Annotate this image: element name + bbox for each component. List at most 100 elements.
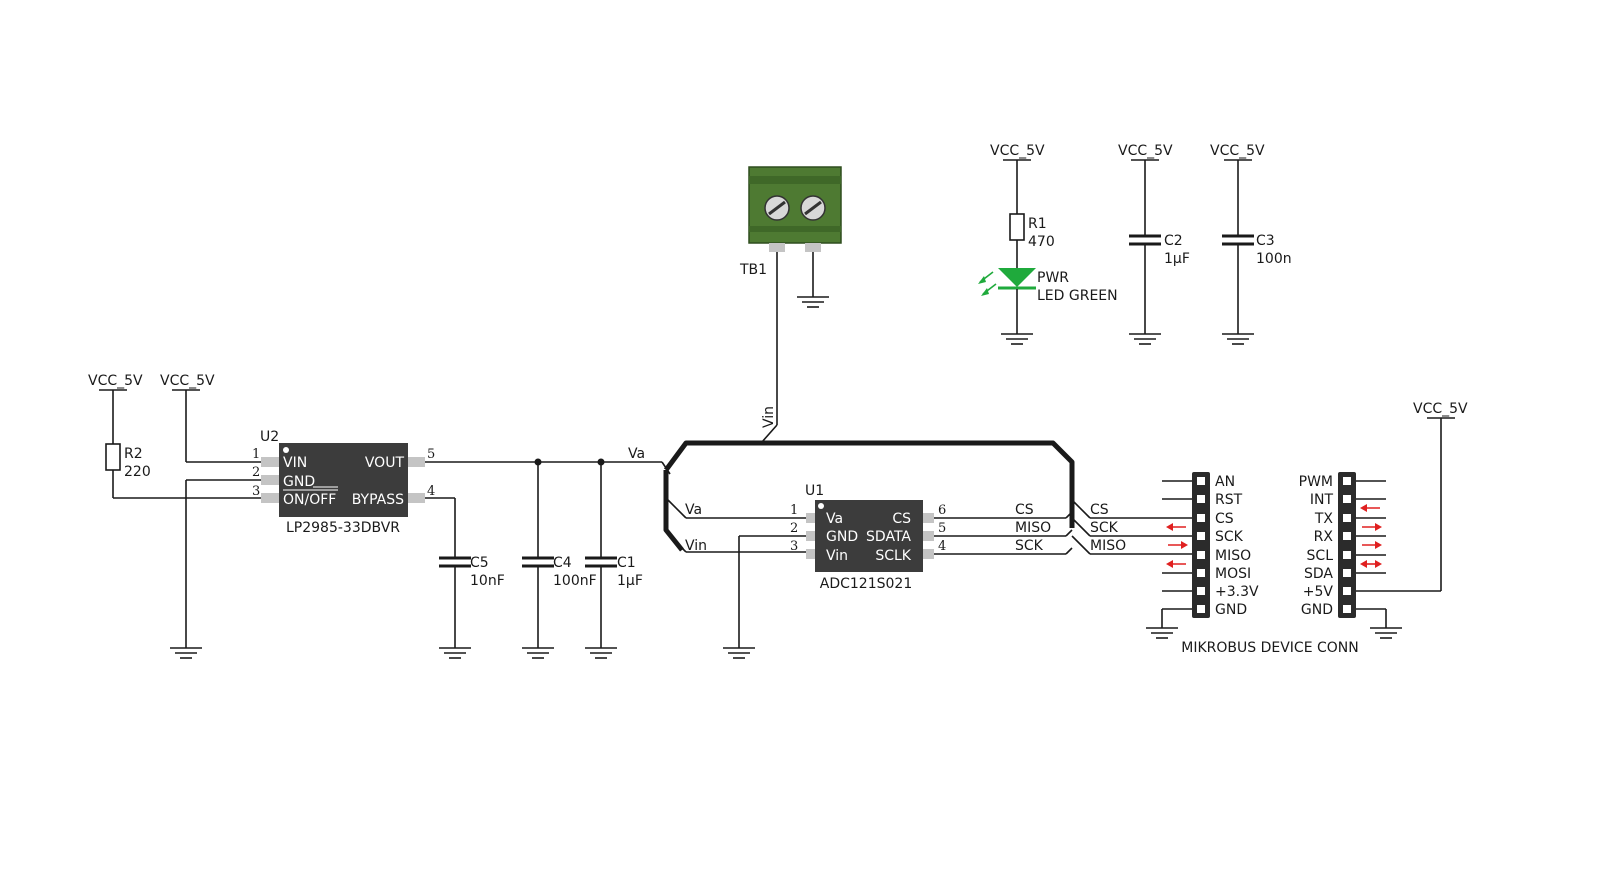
r1-value: 470 [1028,234,1055,250]
mb-left-pin-3: CS [1215,511,1234,527]
u1-va-label: Va [826,511,843,527]
mb-left-pin-2: RST [1215,492,1243,508]
arrow-sck-in-icon [1168,541,1188,549]
r2-branch: VCC_5V R2 220 [88,373,263,499]
led-value: LED GREEN [1037,288,1118,304]
vin-net: Vin [761,252,778,443]
c1-value: 1µF [617,573,643,589]
arrow-rx-icon [1362,541,1382,549]
u1-pin4-num: 4 [938,539,946,554]
vcc-label-c2: VCC_5V [1118,143,1173,159]
gnd-symbol-u2 [169,647,203,659]
gnd-symbol-tb1 [796,296,830,308]
u2-pin2-num: 2 [252,465,260,480]
u2-gnd-label: GND [283,474,315,490]
mb-left-pin-7: +3.3V [1215,584,1259,600]
u2-bypass-label: BYPASS [352,492,404,508]
u1-pin2-num: 2 [790,521,798,536]
u1-pin5-num: 5 [938,521,946,536]
u1-pin3-num: 3 [790,539,798,554]
r1-ref: R1 [1028,216,1047,232]
bus-right-exits: CS SCK MISO [1071,499,1194,555]
vcc-label-r1: VCC_5V [990,143,1045,159]
u1-spi-wires: CS MISO SCK [934,502,1073,555]
mb-left-pin-5: MISO [1215,548,1251,564]
va-net: Va [425,446,662,466]
net-miso-left: MISO [1015,520,1051,536]
mb-left-pin-6: MOSI [1215,566,1251,582]
mikrobus-title: MIKROBUS DEVICE CONN [1181,640,1358,656]
led-ref: PWR [1037,270,1069,286]
c5-value: 10nF [470,573,505,589]
u2-pin4-num: 4 [427,484,435,499]
u2-pin5-num: 5 [427,447,435,462]
net-sck-left: SCK [1015,538,1044,554]
mb-right-pin-8: GND [1301,602,1333,618]
u1-sclk-label: SCLK [875,548,911,564]
c1-branch: C1 1µF [584,462,643,659]
net-vin-vertical: Vin [761,406,777,428]
r2-resistor [105,443,121,471]
gnd-symbol-u1 [722,647,756,659]
mb-left-pin-1: AN [1215,474,1235,490]
gnd-symbol-c4 [521,647,555,659]
net-va-bus: Va [685,502,702,518]
arrow-scl-bidir-icon [1360,560,1382,568]
vcc-label-u2: VCC_5V [160,373,215,389]
tb1-terminal-block: TB1 [739,166,842,308]
r1-resistor [1009,213,1025,241]
u2-onoff-label: ON/OFF [283,492,336,508]
r2-ref: R2 [124,446,143,462]
tb1-ref: TB1 [739,262,767,278]
net-vin-bus: Vin [685,538,707,554]
u2-pin1-num: 1 [252,447,260,462]
u2-vout-label: VOUT [365,455,405,471]
u1-sdata-label: SDATA [866,529,911,545]
u1-part: ADC121S021 [820,576,912,592]
c5-ref: C5 [470,555,489,571]
net-sck-right: SCK [1090,520,1119,536]
arrow-sck-left-icon [1166,523,1186,531]
mb-left-pin-4: SCK [1215,529,1244,545]
u1-vin-label: Vin [826,548,848,564]
net-cs-left: CS [1015,502,1034,518]
net-miso-right: MISO [1090,538,1126,554]
mb-right-pin-7: +5V [1303,584,1334,600]
u1-adc: U1 1 2 3 6 5 4 Va GND Vin CS SDATA SCLK … [790,483,946,592]
c1-ref: C1 [617,555,636,571]
c2-ref: C2 [1164,233,1183,249]
c4-value: 100nF [553,573,597,589]
c3-branch: VCC_5V C3 100n [1210,143,1292,345]
mb-right-pin-2: INT [1310,492,1334,508]
c5-branch: C5 10nF [425,497,505,659]
u2-ref: U2 [260,429,279,445]
c4-ref: C4 [553,555,572,571]
u1-pin6-num: 6 [938,503,946,518]
c2-branch: VCC_5V C2 1µF [1118,143,1190,345]
u1-body [815,500,923,572]
gnd-symbol-c5 [438,647,472,659]
u2-regulator: U2 1 2 3 5 4 VIN GND ON/OFF VOUT BYPASS … [252,429,435,536]
signal-bus: Va Vin [661,440,1075,554]
gnd-symbol-c2 [1128,333,1162,345]
c2-value: 1µF [1164,251,1190,267]
led-icon [998,268,1036,287]
gnd-symbol-led [1000,333,1034,345]
gnd-symbol-c3 [1221,333,1255,345]
c3-value: 100n [1256,251,1292,267]
mb-right-pin-5: SCL [1307,548,1334,564]
vcc-label-r2: VCC_5V [88,373,143,389]
gnd-symbol-c1 [584,647,618,659]
mb-right-pin-1: PWM [1299,474,1333,490]
u2-vin-label: VIN [283,455,307,471]
mb-left-pin-8: GND [1215,602,1247,618]
mb-right-pin-3: TX [1314,511,1334,527]
u1-cs-label: CS [892,511,911,527]
u2-gnd-wire [169,479,263,659]
mikrobus-connector: VCC_5V AN RST CS SCK MISO MOSI +3.3V GND… [1145,401,1468,656]
c3-ref: C3 [1256,233,1275,249]
arrow-miso-icon [1166,560,1186,568]
c4-branch: C4 100nF [521,462,597,659]
mb-right-pin-4: RX [1314,529,1334,545]
mb-right-pin-6: SDA [1304,566,1333,582]
